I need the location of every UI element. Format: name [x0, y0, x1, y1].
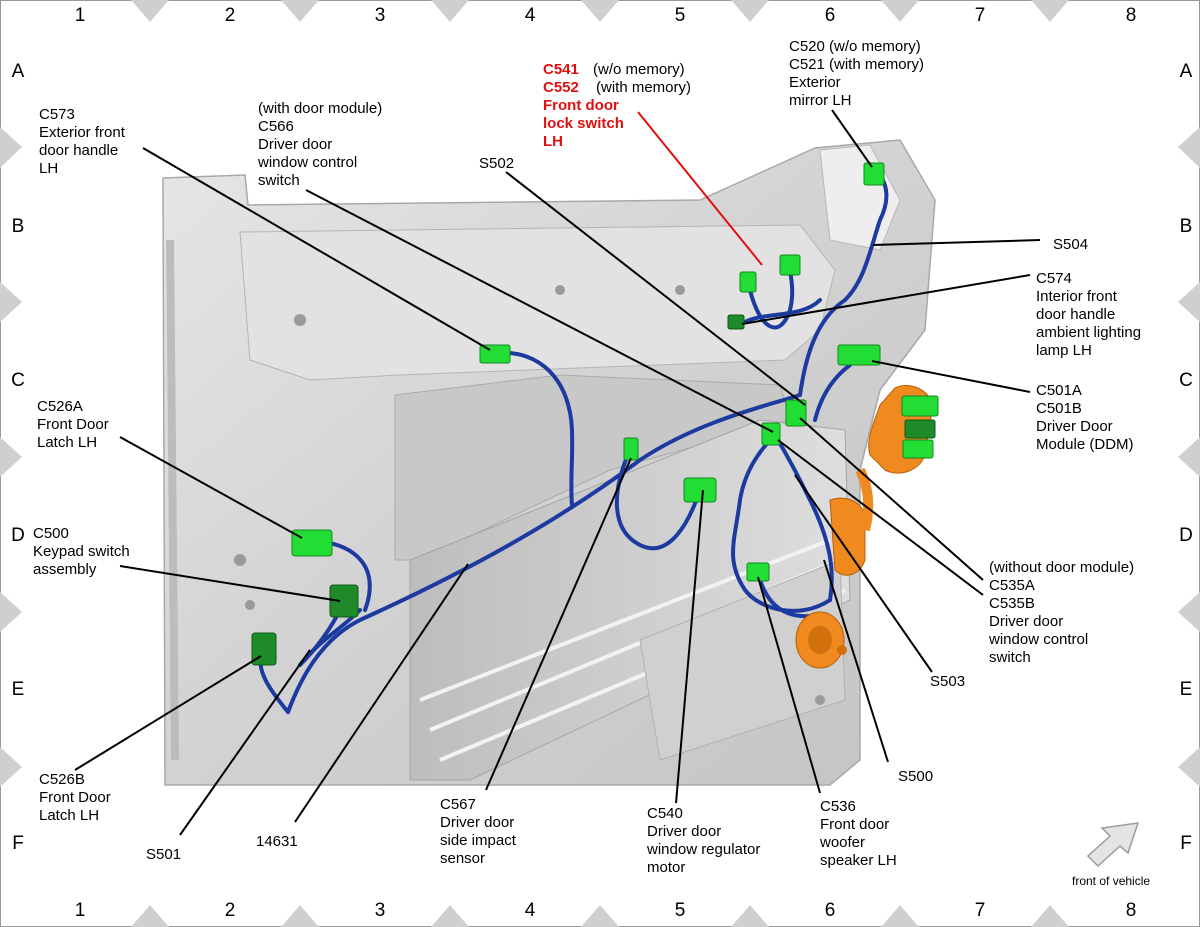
callout-c536: C536 Front door woofer speaker LH [819, 798, 897, 869]
row-label: C [11, 370, 25, 391]
row-label: B [1180, 216, 1193, 237]
row-label: F [12, 833, 24, 854]
column-label: 2 [225, 900, 236, 921]
connector-c540 [683, 477, 717, 503]
column-labels-bottom: 1 2 3 4 5 6 7 8 [75, 900, 1137, 921]
callout-c535: (without door module) C535A C535B Driver… [988, 559, 1138, 666]
callout-c541-c552: C541 C552 Front door lock switch LH [543, 61, 628, 150]
connector-c526a [291, 529, 333, 557]
front-of-vehicle-label: front of vehicle [1072, 874, 1150, 888]
door-inner-panel [162, 139, 936, 786]
callout-s503: S503 [930, 673, 965, 690]
leader-c541 [637, 111, 763, 266]
connector-ddm-3 [902, 439, 934, 459]
callout-c541-tag: (w/o memory) [593, 61, 685, 78]
connector-c535a [761, 422, 781, 446]
column-label: 2 [225, 5, 236, 26]
column-labels-top: 1 2 3 4 5 6 7 8 [75, 5, 1137, 26]
column-label: 5 [675, 5, 686, 26]
row-label: D [1179, 525, 1193, 546]
column-label: 3 [375, 5, 386, 26]
callout-c501: C501A C501B Driver Door Module (DDM) [1036, 382, 1134, 453]
column-label: 6 [825, 900, 836, 921]
column-label: 3 [375, 900, 386, 921]
connector-c541 [779, 254, 801, 276]
column-label: 7 [975, 900, 986, 921]
connector-c574 [727, 314, 745, 330]
connector-c567 [623, 437, 639, 461]
connectors [251, 162, 939, 666]
column-label: 7 [975, 5, 986, 26]
callout-c574: C574 Interior front door handle ambient … [1036, 270, 1145, 359]
row-label: A [12, 61, 25, 82]
row-label: F [1180, 833, 1192, 854]
callout-s502: S502 [479, 155, 514, 172]
row-labels-right: A B C D E F [1179, 61, 1193, 854]
column-label: 4 [525, 5, 536, 26]
connector-ddm-1 [901, 395, 939, 417]
column-label: 1 [75, 900, 86, 921]
callout-c567: C567 Driver door side impact sensor [440, 796, 520, 867]
callout-s501: S501 [146, 846, 181, 863]
callout-s504: S504 [1053, 236, 1088, 253]
callout-c520-c521: C520 (w/o memory) C521 (with memory) Ext… [789, 38, 928, 109]
callout-c552-tag: (with memory) [596, 79, 691, 96]
callout-s500: S500 [898, 768, 933, 785]
connector-c501 [837, 344, 881, 366]
row-label: D [11, 525, 25, 546]
connector-c566 [739, 271, 757, 293]
column-label: 8 [1126, 5, 1137, 26]
callout-c573: C573 Exterior front door handle LH [39, 106, 129, 177]
callout-c500: C500 Keypad switch assembly [33, 525, 134, 578]
connector-ddm-2 [904, 419, 936, 439]
callout-c566: (with door module) C566 Driver door wind… [257, 100, 386, 189]
row-label: E [1180, 679, 1193, 700]
column-label: 6 [825, 5, 836, 26]
row-labels-left: A B C D E F [11, 61, 25, 854]
callout-c526b: C526B Front Door Latch LH [39, 771, 115, 824]
column-label: 4 [525, 900, 536, 921]
row-label: E [12, 679, 25, 700]
wiring-harness [258, 173, 889, 714]
callout-14631: 14631 [256, 833, 298, 850]
connector-c536 [746, 562, 770, 582]
column-label: 1 [75, 5, 86, 26]
connector-c500 [329, 584, 359, 618]
column-label: 8 [1126, 900, 1137, 921]
column-label: 5 [675, 900, 686, 921]
callout-c540: C540 Driver door window regulator motor [646, 805, 765, 876]
leader-lines [74, 109, 1041, 836]
connector-c520 [863, 162, 885, 186]
row-label: B [12, 216, 25, 237]
callout-c526a: C526A Front Door Latch LH [37, 398, 113, 451]
row-label: A [1180, 61, 1193, 82]
row-label: C [1179, 370, 1193, 391]
front-of-vehicle-arrow-icon [1086, 822, 1140, 868]
